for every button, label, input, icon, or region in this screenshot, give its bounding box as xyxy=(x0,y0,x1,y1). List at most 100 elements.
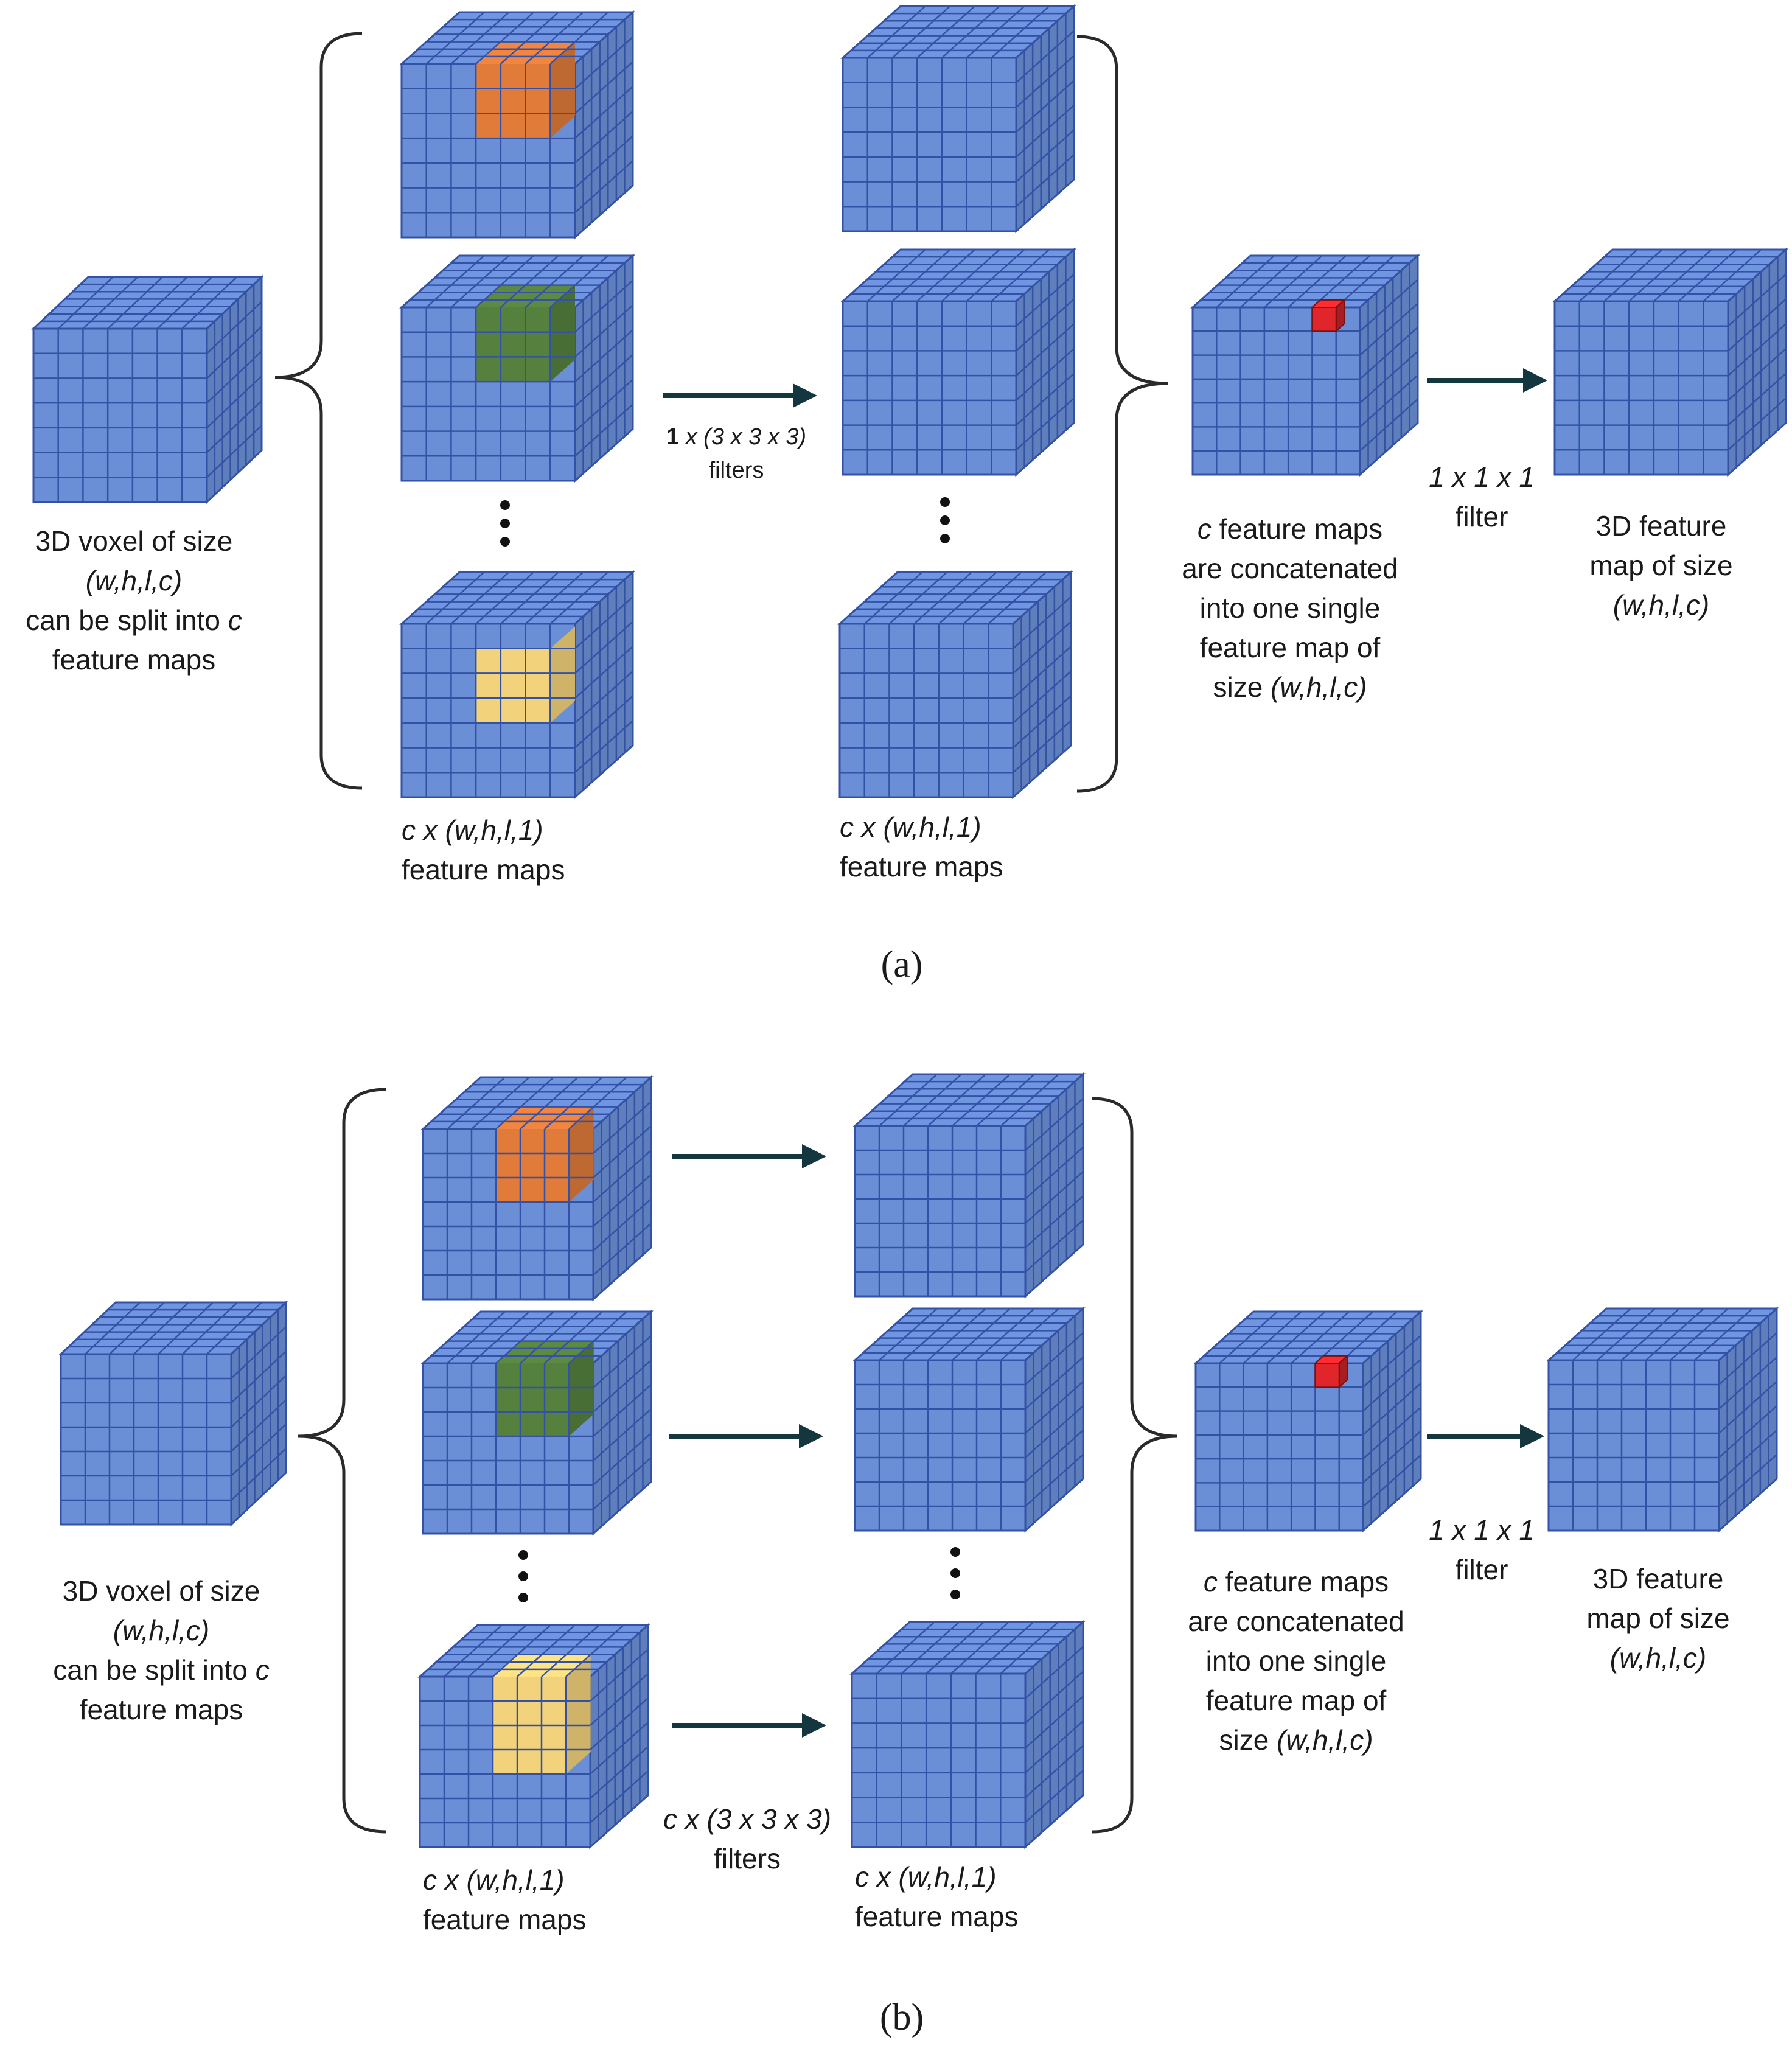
cubes-a xyxy=(31,4,1788,800)
cubes-b xyxy=(58,1072,1779,1850)
cube-grid-lines xyxy=(840,571,1072,797)
output-label-line3: (w,h,l,c) xyxy=(1613,589,1709,621)
split-feature-map-cube xyxy=(399,570,635,800)
input-label-line3: can be split into c xyxy=(53,1654,269,1686)
concat-label: c feature maps are concatenated into one… xyxy=(1182,513,1398,703)
filter-kernel-top xyxy=(476,41,575,64)
cube-front-face xyxy=(838,623,1014,798)
cube-front-face xyxy=(851,1672,1027,1848)
concat-label-line5: size (w,h,l,c) xyxy=(1219,1724,1373,1756)
split-feature-map-cube xyxy=(417,1623,650,1850)
panel-b-caption: (b) xyxy=(880,1997,924,2038)
filter-kernel-front xyxy=(476,64,551,139)
cube-grid-lines xyxy=(1555,249,1787,475)
output-label-line1: 3D feature xyxy=(1593,1563,1724,1595)
conv-maps-label: c x (w,h,l,1) feature maps xyxy=(840,811,1003,882)
conv-feature-map-cube xyxy=(840,4,1076,234)
concat-label-line3: into one single xyxy=(1200,592,1381,624)
concatenated-feature-map-cube xyxy=(1190,253,1420,477)
input-label: 3D voxel of size (w,h,l,c) can be split … xyxy=(26,525,242,676)
cube-grid-lines xyxy=(61,1302,287,1525)
pointwise-label-line2: filter xyxy=(1456,1554,1508,1585)
output-feature-map-cube xyxy=(1546,1306,1779,1533)
pointwise-label: 1 x 1 x 1 filter xyxy=(1429,461,1535,533)
concat-label-line4: feature map of xyxy=(1206,1685,1387,1716)
cube-front-face xyxy=(1194,1362,1364,1532)
filter-kernel-top xyxy=(496,1341,594,1363)
cube-front-face xyxy=(842,57,1017,232)
conv-maps-label-line1: c x (w,h,l,1) xyxy=(855,1861,997,1893)
split-maps-label-line1: c x (w,h,l,1) xyxy=(423,1864,565,1896)
input-label-line4: feature maps xyxy=(52,644,215,676)
cube-grid-lines xyxy=(843,249,1075,475)
concat-label-line4: feature map of xyxy=(1200,632,1381,663)
conv-feature-map-cube xyxy=(849,1619,1086,1850)
filter-kernel-side xyxy=(566,1654,591,1774)
pointwise-label-line2: filter xyxy=(1456,501,1508,533)
input-label-line2: (w,h,l,c) xyxy=(113,1615,209,1646)
panel-b: 3D voxel of size (w,h,l,c) can be split … xyxy=(53,1072,1779,2038)
split-maps-label-line2: feature maps xyxy=(423,1904,586,1935)
cube-grid-lines xyxy=(402,12,633,237)
output-feature-map-cube xyxy=(1552,247,1788,477)
conv-maps-label: c x (w,h,l,1) feature maps xyxy=(855,1861,1018,1932)
split-feature-map-cube xyxy=(420,1075,654,1302)
right-brace xyxy=(1076,35,1169,793)
split-maps-label: c x (w,h,l,1) feature maps xyxy=(423,1864,586,1935)
cube-grid-lines xyxy=(855,1074,1084,1296)
filters-label-line1: 1 x (3 x 3 x 3) xyxy=(666,424,806,450)
split-maps-label-line2: feature maps xyxy=(402,854,565,886)
concatenated-feature-map-cube xyxy=(1193,1309,1423,1533)
cube-grid-lines xyxy=(1193,255,1418,475)
cube-grid-lines xyxy=(852,1621,1084,1847)
cube-grid-lines xyxy=(402,571,633,797)
input-label: 3D voxel of size (w,h,l,c) can be split … xyxy=(53,1575,269,1725)
input-label-line4: feature maps xyxy=(80,1694,243,1725)
output-label-line1: 3D feature xyxy=(1596,510,1727,542)
split-maps-label: c x (w,h,l,1) feature maps xyxy=(402,814,565,886)
cube-grid-lines xyxy=(423,1077,652,1299)
filter-kernel-front xyxy=(496,1363,569,1436)
panel-a-caption: (a) xyxy=(881,944,923,985)
output-voxel-front xyxy=(1311,307,1337,332)
cube-grid-lines xyxy=(1549,1308,1777,1531)
input-label-line1: 3D voxel of size xyxy=(63,1575,260,1607)
cube-grid-lines xyxy=(1196,1311,1421,1531)
concat-label-line1: c feature maps xyxy=(1198,513,1382,545)
ellipsis-dots xyxy=(518,1547,960,1602)
cube-grid-lines xyxy=(420,1624,649,1847)
conv-maps-label-line1: c x (w,h,l,1) xyxy=(840,811,981,843)
filters-label-line2: filters xyxy=(709,458,764,483)
cube-grid-lines xyxy=(423,1311,652,1534)
ellipsis-dots xyxy=(500,497,950,547)
concat-label-line2: are concatenated xyxy=(1182,553,1398,584)
right-brace xyxy=(1092,1097,1178,1834)
cube-front-face xyxy=(854,1125,1027,1298)
split-feature-map-cube xyxy=(420,1309,654,1536)
cube-grid-lines xyxy=(855,1308,1084,1531)
concat-label-line2: are concatenated xyxy=(1188,1605,1404,1637)
input-voxel-cube xyxy=(58,1300,288,1527)
filters-label: 1 x (3 x 3 x 3) filters xyxy=(666,424,806,483)
output-label: 3D feature map of size (w,h,l,c) xyxy=(1589,510,1732,621)
cube-front-face xyxy=(854,1359,1027,1532)
cube-front-face xyxy=(1553,300,1729,476)
concat-label-line5: size (w,h,l,c) xyxy=(1213,671,1367,703)
filter-kernel-top xyxy=(493,1654,591,1677)
pointwise-label-line1: 1 x 1 x 1 xyxy=(1429,1514,1535,1546)
conv-maps-label-line2: feature maps xyxy=(855,1901,1018,1932)
output-label: 3D feature map of size (w,h,l,c) xyxy=(1586,1563,1729,1674)
filters-label: c x (3 x 3 x 3) filters xyxy=(663,1803,831,1874)
output-label-line2: map of size xyxy=(1586,1602,1729,1634)
conv-feature-map-cube xyxy=(837,570,1073,800)
pointwise-label-line1: 1 x 1 x 1 xyxy=(1429,461,1535,493)
conv-feature-map-cube xyxy=(840,247,1076,477)
input-label-line1: 3D voxel of size xyxy=(35,525,233,557)
cube-front-face xyxy=(1191,306,1361,476)
filter-kernel-front xyxy=(496,1129,569,1202)
split-feature-map-cube xyxy=(399,10,635,240)
input-label-line2: (w,h,l,c) xyxy=(86,565,182,596)
cube-grid-lines xyxy=(843,5,1075,231)
output-voxel-front xyxy=(1314,1363,1340,1388)
split-feature-map-cube xyxy=(399,253,635,483)
